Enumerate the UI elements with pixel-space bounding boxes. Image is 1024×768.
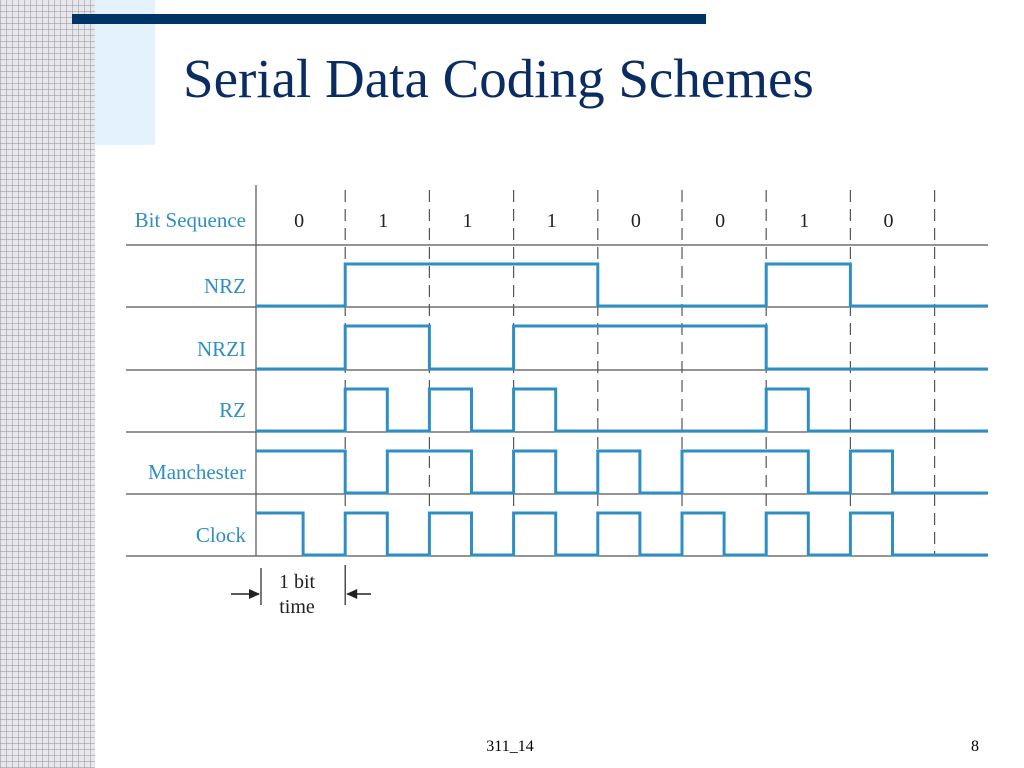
bit-time-left-arrowhead (249, 589, 260, 599)
bit-time-right-arrowhead (346, 589, 358, 599)
row-label-clock: Clock (196, 523, 247, 547)
bit-value-label: 0 (294, 210, 304, 232)
page-number: 8 (971, 738, 979, 755)
grid-pattern-strip (0, 0, 95, 768)
bit-value-label: 0 (631, 210, 641, 232)
bit-value-label: 1 (378, 210, 388, 232)
footer-text: 311_14 (486, 738, 534, 755)
row-label-bit-sequence: Bit Sequence (135, 208, 246, 232)
row-label-nrzi: NRZI (197, 337, 246, 361)
bit-value-label: 1 (463, 210, 473, 232)
signal-waveform-manchester (256, 449, 988, 495)
row-label-nrz: NRZ (204, 274, 246, 298)
signal-waveform-nrzi (256, 324, 988, 371)
signal-waveform-clock (256, 511, 988, 557)
row-label-rz: RZ (219, 398, 246, 422)
bit-value-label: 0 (715, 210, 725, 232)
bit-time-label-line1: 1 bit (279, 571, 316, 593)
row-label-manchester: Manchester (148, 460, 246, 484)
signal-waveform-nrz (256, 262, 988, 308)
signal-waveform-rz (256, 387, 988, 433)
bit-value-label: 1 (547, 210, 557, 232)
bit-time-annotation: 1 bit time (231, 565, 371, 618)
slide-title: Serial Data Coding Schemes (183, 48, 814, 109)
title-accent-bar (72, 14, 706, 24)
accent-block (95, 0, 155, 145)
bit-value-label: 1 (799, 210, 809, 232)
bit-value-label: 0 (884, 210, 894, 232)
bit-time-label-line2: time (279, 596, 315, 618)
